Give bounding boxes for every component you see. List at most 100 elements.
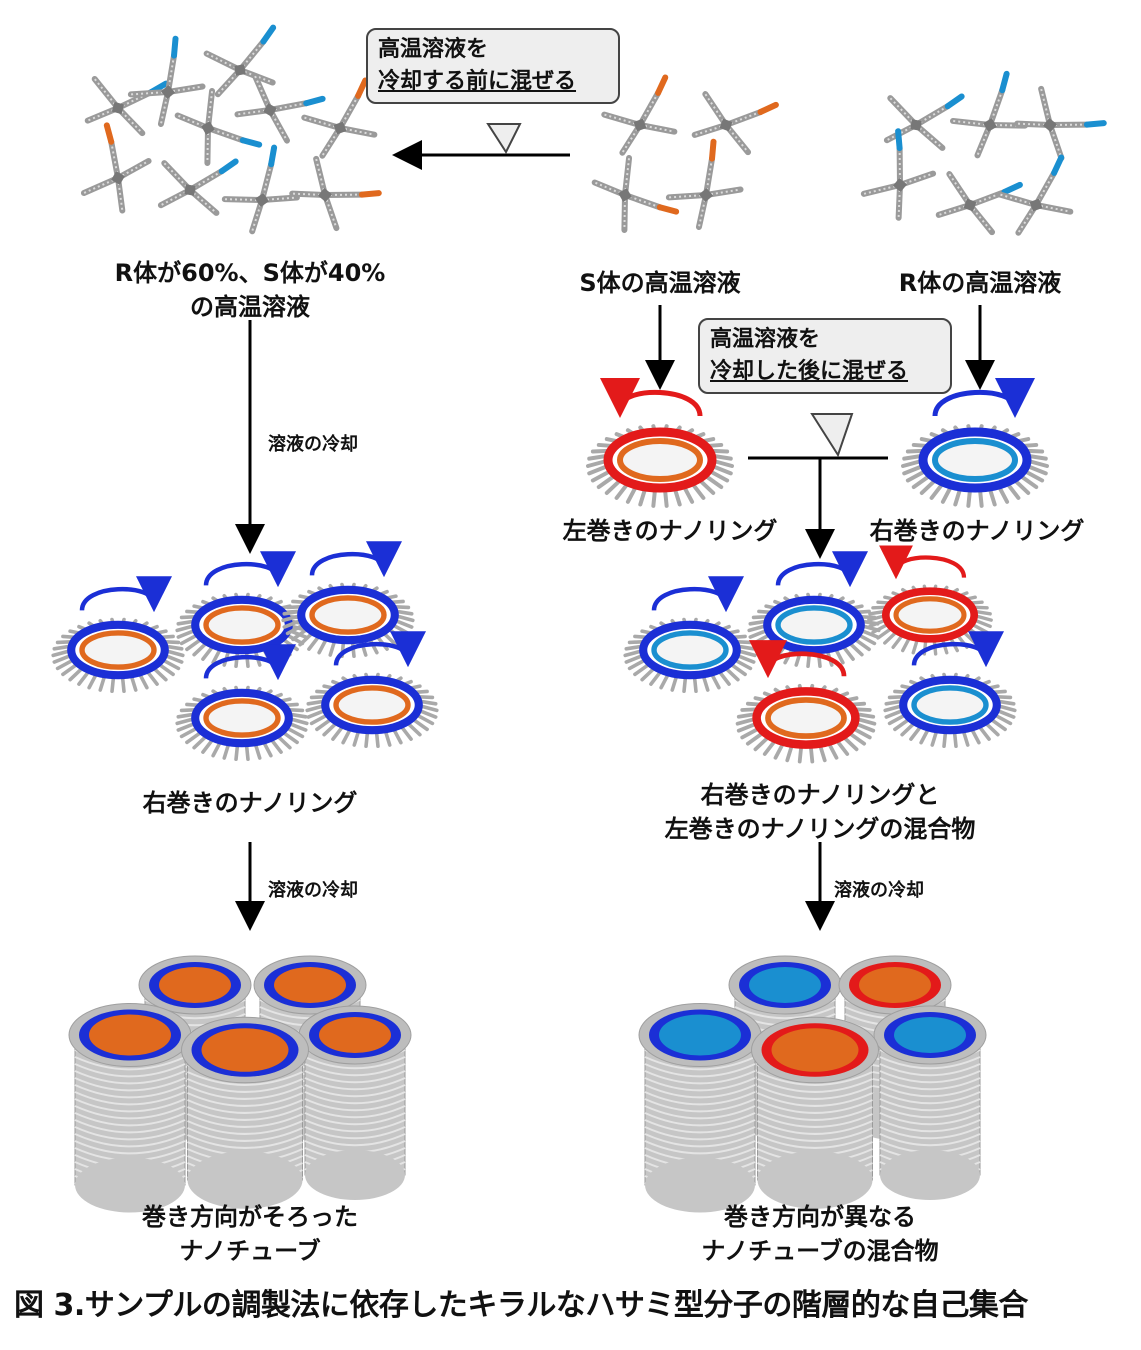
molecule-arm-highlight: [1040, 88, 1051, 126]
molecule-arm: [115, 158, 152, 181]
right-handed-nanoring: [51, 576, 185, 694]
label-line-1: R体が60%、S体が40%: [114, 259, 386, 287]
tube-core: [274, 967, 346, 1003]
molecule-arm-highlight: [668, 194, 707, 199]
tube-stripe: [644, 1105, 756, 1120]
tube-core: [859, 967, 931, 1003]
tube-stripe: [187, 1127, 303, 1142]
s-solution-label: S体の高温溶液: [579, 269, 741, 297]
racemic-molecule: [203, 24, 277, 98]
molecule-arm-highlight: [261, 196, 297, 201]
tube-bottom: [75, 1157, 185, 1213]
tube-stripe: [644, 1098, 756, 1113]
racemic-solution-label: R体が60%、S体が40% の高温溶液: [100, 256, 400, 324]
molecule-arm-highlight: [976, 124, 991, 156]
molecule-arm: [987, 87, 1006, 128]
tube-stripe: [879, 1084, 981, 1098]
callout-text-line-2: 冷却する前に混ぜる: [378, 69, 577, 94]
molecule-core: [255, 193, 269, 207]
racemic-molecule: [221, 144, 300, 235]
molecule-core: [234, 64, 246, 76]
molecule-core: [201, 121, 215, 135]
ring-inner: [775, 605, 853, 645]
tube-stripe: [187, 1071, 303, 1086]
molecule-tag: [103, 122, 115, 145]
molecule-core: [963, 198, 977, 212]
tube-stripe: [304, 1070, 406, 1084]
ring-inner: [617, 438, 703, 482]
tube-stripe: [187, 1092, 303, 1107]
s-molecule: [691, 91, 779, 156]
right-handed-nanoring: [175, 644, 309, 762]
label-line-2: 左巻きのナノリングの混合物: [664, 815, 976, 843]
molecule-core: [892, 177, 908, 193]
molecule-tag: [944, 93, 965, 110]
right-handed-nanotube: [873, 1005, 987, 1200]
r-molecule: [883, 93, 965, 151]
molecule-tag: [999, 70, 1010, 94]
tube-stripe: [757, 1092, 873, 1107]
molecule-core: [618, 188, 632, 202]
tube-stripe: [757, 1127, 873, 1142]
ring-inner: [309, 595, 387, 635]
callout-text-line-1: 高温溶液を: [378, 37, 489, 62]
tube-stripe: [304, 1091, 406, 1105]
molecule-core: [633, 118, 647, 132]
aligned-nanotube: [68, 1003, 192, 1213]
molecule-core: [719, 118, 733, 132]
tube-stripe: [187, 1099, 303, 1114]
ring-inner: [765, 697, 847, 739]
molecule-arm-highlight: [704, 93, 727, 126]
tube-stripe: [644, 1091, 756, 1106]
molecule-arm-highlight: [269, 109, 288, 142]
molecule-tag: [656, 204, 680, 215]
molecule-arm: [313, 155, 328, 198]
tube-bottom: [187, 1151, 303, 1209]
tube-stripe: [644, 1063, 756, 1078]
mixed-tube-label: 巻き方向が異なる ナノチューブの混合物: [660, 1200, 980, 1268]
molecule-arm: [322, 192, 340, 232]
ring-inner: [932, 438, 1018, 482]
molecule-arm: [897, 170, 937, 188]
molecule-tag: [1051, 154, 1065, 176]
clockwise-arrow: [775, 551, 868, 588]
molecule-arm-highlight: [594, 181, 626, 196]
racemic-molecule: [127, 35, 206, 128]
nanotube-group: [68, 955, 987, 1213]
right-handed-nanoring: [747, 551, 881, 669]
tube-stripe: [879, 1119, 981, 1133]
tube-stripe: [757, 1120, 873, 1135]
tube-stripe: [304, 1126, 406, 1140]
figure-caption: 図 3.サンプルの調製法に依存したキラルなハサミ型分子の階層的な自己集合: [14, 1288, 1028, 1323]
tube-core: [159, 967, 231, 1003]
aligned-nanotube: [181, 1016, 309, 1209]
racemic-molecule: [80, 122, 152, 214]
label-line-2: の高温溶液: [190, 293, 310, 321]
callout-mix-before-cooling: 高温溶液を 冷却する前に混ぜる: [366, 28, 620, 104]
molecule-core: [333, 121, 347, 135]
nanoring-group: [51, 377, 1049, 764]
label-line-1: 右巻きのナノリングと: [700, 781, 940, 809]
tube-stripe: [879, 1063, 981, 1077]
callout-pointer-1: [486, 123, 522, 155]
tube-core: [894, 1017, 966, 1053]
left-handed-nanotube: [751, 1016, 879, 1209]
tube-stripe: [879, 1098, 981, 1112]
ring-band: [321, 675, 423, 735]
tube-stripe: [304, 1112, 406, 1126]
clockwise-arrow: [911, 631, 1004, 668]
molecule-tag: [1001, 181, 1023, 196]
racemic-molecule: [84, 75, 169, 137]
tube-stripe: [644, 1084, 756, 1099]
tube-stripe: [74, 1133, 186, 1148]
callout-mix-after-cooling: 高温溶液を 冷却した後に混ぜる: [698, 318, 952, 394]
tube-stripe: [74, 1112, 186, 1127]
molecule-arm-highlight: [251, 199, 263, 232]
label-line-2: ナノチューブの混合物: [701, 1237, 939, 1265]
tube-stripe: [304, 1084, 406, 1098]
tube-stripe: [879, 1126, 981, 1140]
tube-stripe: [879, 1077, 981, 1091]
tube-stripe: [304, 1119, 406, 1133]
right-handed-nanoring: [623, 576, 757, 694]
molecule-arm-highlight: [725, 124, 749, 153]
